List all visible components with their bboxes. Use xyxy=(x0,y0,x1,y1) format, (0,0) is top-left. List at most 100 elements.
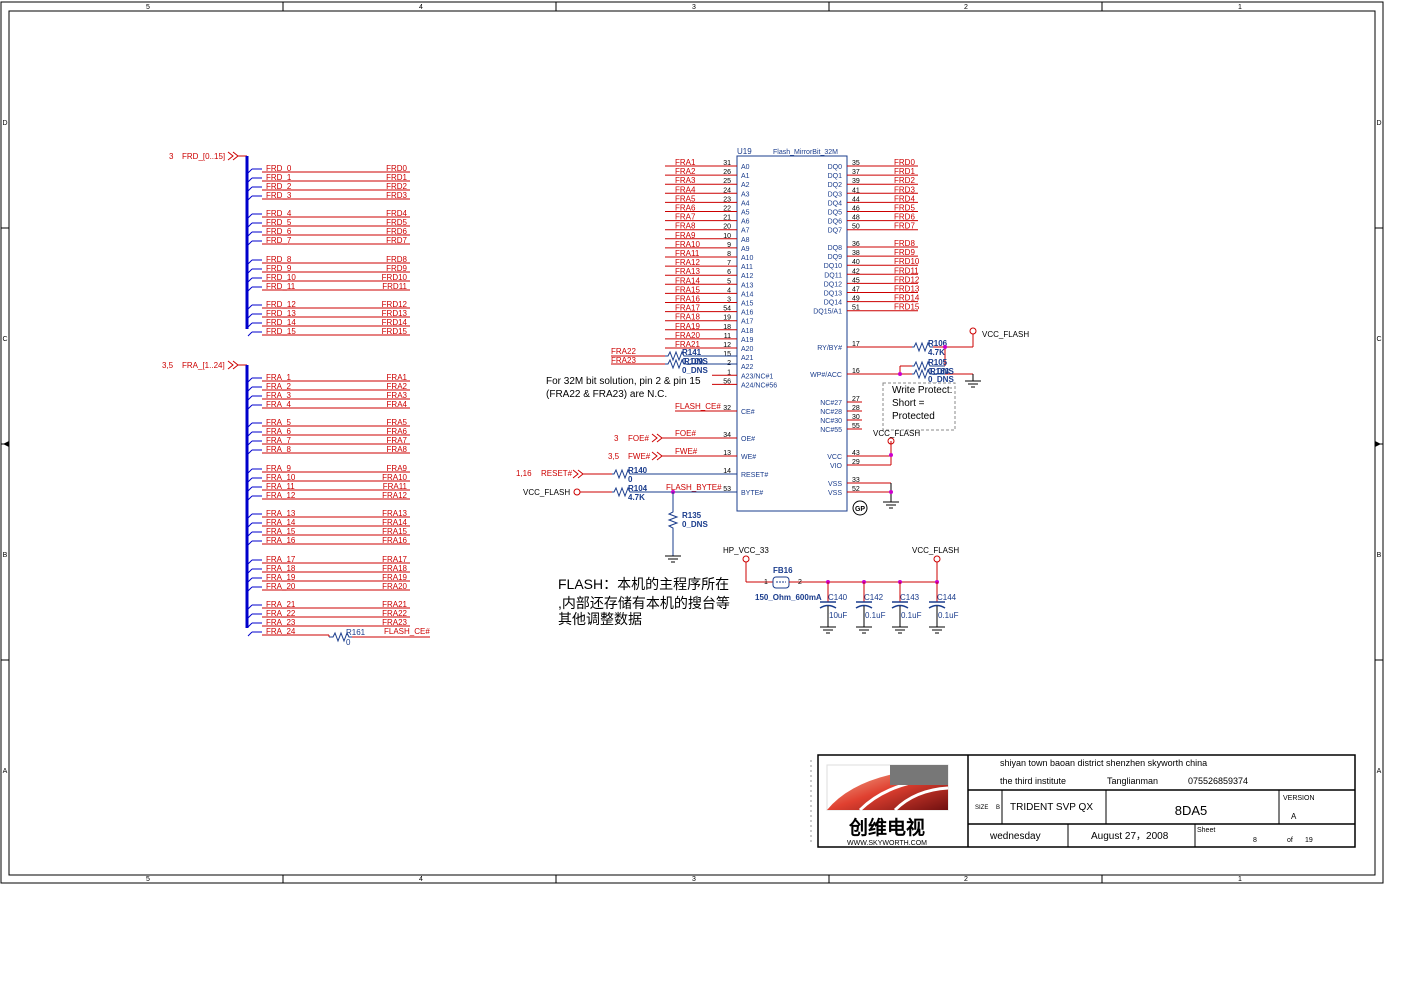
we-connector-label: FWE# xyxy=(628,452,651,461)
vcc-flash-port-mid[interactable] xyxy=(887,437,895,445)
fb16-ref: FB16 xyxy=(773,566,793,575)
r141-resistor[interactable] xyxy=(665,350,737,362)
flash-note-line3: 其他调整数据 xyxy=(558,611,642,627)
pin-name: DQ13 xyxy=(824,291,842,298)
r163-value: 0_DNS xyxy=(928,375,954,384)
pin-name: A8 xyxy=(741,237,750,244)
r104-resistor[interactable] xyxy=(612,486,737,498)
data-net-label: FRD5 xyxy=(894,204,915,213)
pin-name: WP#/ACC xyxy=(810,372,842,379)
capacitor-ref: C140 xyxy=(828,593,848,602)
frame-col-bottom: 3 xyxy=(692,876,696,883)
we-net-label: FWE# xyxy=(675,447,698,456)
capacitor-value: 0.1uF xyxy=(938,611,959,620)
frame-col-top: 4 xyxy=(419,4,423,11)
fra-bus-entry-label: FRA_6 xyxy=(266,427,291,436)
ry-wp-network: VCC_FLASH R106 4.7K R105 0_DNS R163 0_DN… xyxy=(847,327,1029,388)
data-net-label: FRD4 xyxy=(894,194,915,203)
r163-resistor[interactable] xyxy=(912,368,945,380)
skyworth-logo: 创维电视 WWW.SKYWORTH.COM xyxy=(826,764,949,847)
pin-name: A23/NC#1 xyxy=(741,373,773,380)
pin-name: NC#30 xyxy=(820,418,842,425)
tb-version-value: A xyxy=(1291,812,1297,821)
ground-symbol xyxy=(929,626,945,634)
write-protect-line3: Protected xyxy=(892,411,935,422)
frd-bus-entry-label: FRD_3 xyxy=(266,191,292,200)
data-net-label: FRD2 xyxy=(894,176,915,185)
pin-name: A1 xyxy=(741,173,750,180)
tb-of-label: of xyxy=(1287,837,1293,844)
pin-number: 30 xyxy=(852,414,860,421)
r161-resistor[interactable] xyxy=(329,631,352,643)
frd-net-label: FRD6 xyxy=(386,227,407,236)
r109-resistor[interactable] xyxy=(665,358,737,370)
pin-number: 17 xyxy=(852,341,860,348)
fra-net-label: FRA11 xyxy=(383,482,408,491)
data-net-label: FRD7 xyxy=(894,222,915,231)
pin-name: RY/BY# xyxy=(817,345,842,352)
pin-name: A21 xyxy=(741,355,754,362)
flash-note-line1: FLASH：本机的主程序所在 xyxy=(558,576,729,592)
pin-number: 44 xyxy=(852,196,860,203)
pin-number: 6 xyxy=(727,269,731,276)
fra-bus-entry-label: FRA_7 xyxy=(266,436,291,445)
capacitor-value: 0.1uF xyxy=(865,611,886,620)
data-net-label: FRD14 xyxy=(894,294,920,303)
address-net-label: FRA18 xyxy=(675,313,700,322)
pin-name: VIO xyxy=(830,463,843,470)
pin-number: 11 xyxy=(724,333,731,340)
pin-number: 46 xyxy=(852,206,860,213)
fra-bus-entry-label: FRA_3 xyxy=(266,391,291,400)
address-net-label: FRA1 xyxy=(675,158,696,167)
fra-net-label: FRA2 xyxy=(387,382,408,391)
fra-bus-entry-label: FRA_23 xyxy=(266,618,296,627)
pin-number: 49 xyxy=(852,296,860,303)
address-net-label: FRA14 xyxy=(675,276,700,285)
fra-bus-entry-label: FRA_21 xyxy=(266,600,296,609)
tb-title: TRIDENT SVP QX xyxy=(1010,802,1093,813)
frd-bus-entry-label: FRD_10 xyxy=(266,273,296,282)
pin-number: 38 xyxy=(852,250,860,257)
r105-resistor[interactable] xyxy=(912,360,945,372)
vcc-flash-port-top[interactable] xyxy=(969,327,977,335)
frame-col-top: 3 xyxy=(692,4,696,11)
frd-bus-entry-label: FRD_8 xyxy=(266,255,292,264)
address-net-label: FRA15 xyxy=(675,285,700,294)
r141-ref: R141 xyxy=(682,348,702,357)
fra-net-label: FRA1 xyxy=(387,373,408,382)
frd-bus-entry-label: FRD_2 xyxy=(266,182,292,191)
pin-number: 13 xyxy=(723,450,731,457)
pin-number: 25 xyxy=(723,178,731,185)
pin-number: 34 xyxy=(723,432,731,439)
pin-number: 48 xyxy=(852,215,860,222)
pin-name: A22 xyxy=(741,364,754,371)
frd-sheet-ref: 3 xyxy=(169,152,174,161)
fra-bus-entry-label: FRA_16 xyxy=(266,536,296,545)
r140-resistor[interactable] xyxy=(612,468,737,480)
frame-row-left: C xyxy=(2,336,7,343)
pin-number: 7 xyxy=(727,260,731,267)
chip-power-wiring: VCC_FLASH xyxy=(847,429,920,509)
pin-name: DQ0 xyxy=(828,164,843,171)
address-net-label: FRA5 xyxy=(675,194,696,203)
pin-name: CE# xyxy=(741,409,755,416)
fra-net-label: FRA16 xyxy=(382,536,407,545)
pin-number: 40 xyxy=(852,259,860,266)
pin-name: A17 xyxy=(741,319,754,326)
r163-ref: R163 xyxy=(930,367,950,376)
r106-resistor[interactable] xyxy=(912,341,933,353)
fra-net-label: FRA4 xyxy=(387,400,408,409)
fb16-pin2: 2 xyxy=(798,579,802,586)
pin-name: VSS xyxy=(828,490,842,497)
pin-name: A7 xyxy=(741,228,750,235)
address-net-label: FRA10 xyxy=(675,240,700,249)
r135-resistor[interactable] xyxy=(667,492,679,556)
data-net-label: FRD0 xyxy=(894,158,915,167)
pin-number: 54 xyxy=(723,306,731,313)
frd-net-label: FRD13 xyxy=(382,309,408,318)
fra22-net: FRA22 xyxy=(611,347,636,356)
